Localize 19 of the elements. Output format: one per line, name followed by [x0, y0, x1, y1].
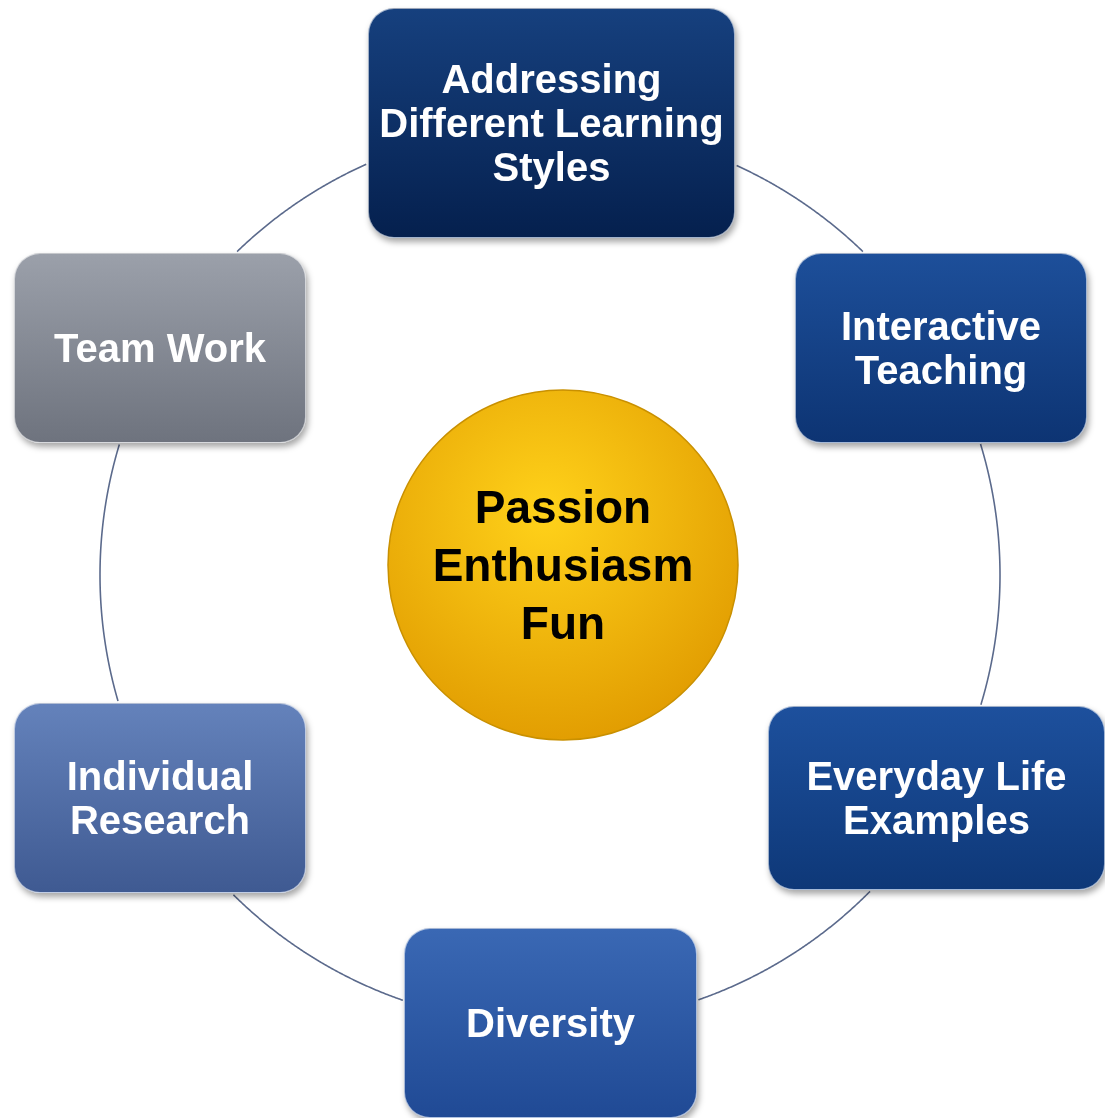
connector-arc [236, 163, 367, 253]
connector-arc [99, 443, 121, 702]
box-label: Everyday Life Examples [805, 754, 1068, 842]
topic-box [368, 8, 735, 238]
connector-arc [979, 443, 1001, 706]
topic-box [404, 928, 697, 1118]
box-label: Interactive Teaching [839, 304, 1043, 392]
topic-box [768, 706, 1105, 890]
connector-arc [232, 894, 404, 1002]
topic-box [14, 253, 306, 443]
center-text: Passion Enthusiasm Fun [431, 480, 695, 651]
box-label: Addressing Different Learning Styles [378, 57, 725, 189]
connector-arc [697, 890, 871, 1001]
topic-box [14, 703, 306, 893]
box-label: Diversity [465, 1001, 636, 1045]
topic-box [795, 253, 1087, 443]
box-label: Team Work [53, 326, 267, 370]
connector-arc [735, 164, 864, 253]
box-label: Individual Research [65, 754, 255, 842]
